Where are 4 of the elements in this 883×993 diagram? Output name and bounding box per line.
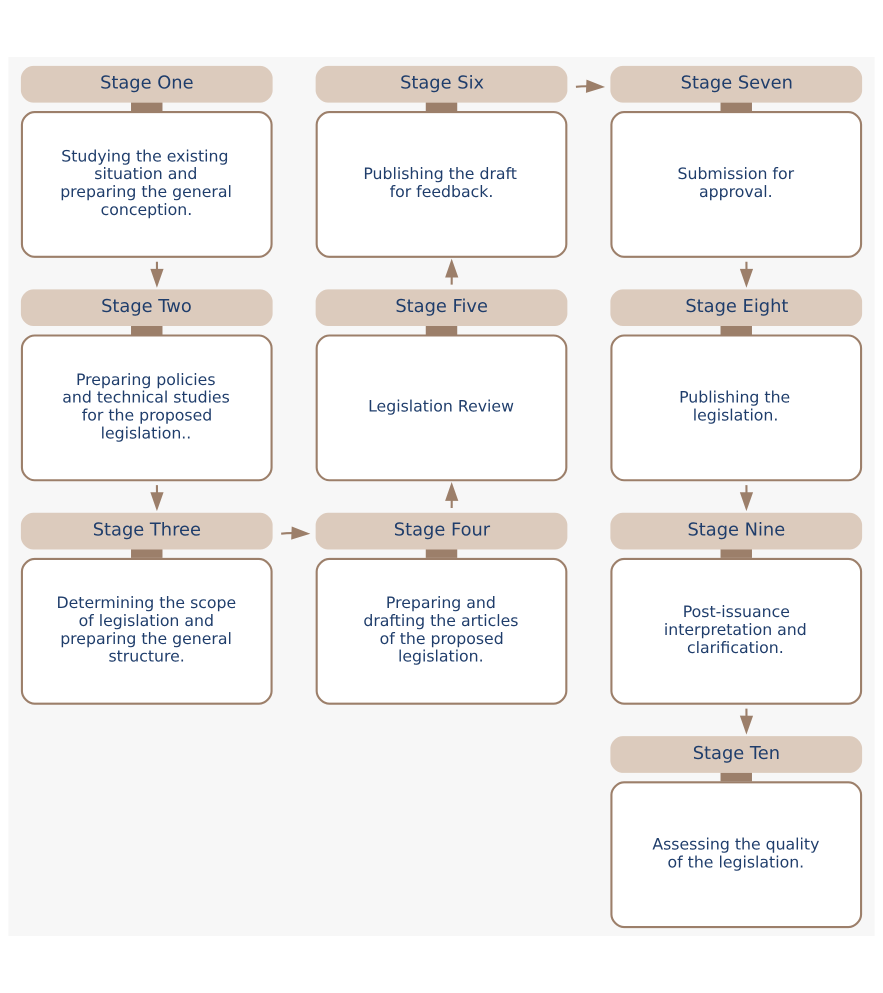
arrow xyxy=(576,80,606,93)
arrow xyxy=(281,526,310,540)
arrow xyxy=(740,485,754,512)
arrow xyxy=(150,485,164,512)
